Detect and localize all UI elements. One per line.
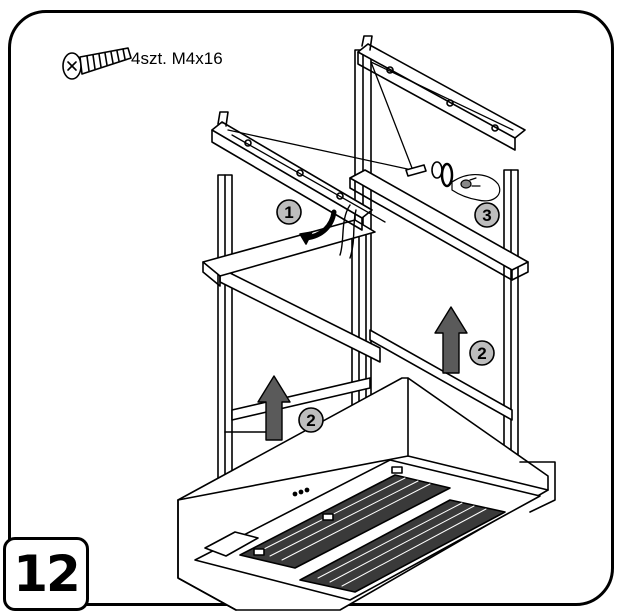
lift-arrow-icon xyxy=(257,306,468,441)
screw-quantity-label: 4szt. M4x16 xyxy=(131,49,223,68)
svg-text:2: 2 xyxy=(477,344,486,363)
step-number-box: 12 xyxy=(3,537,89,611)
svg-text:2: 2 xyxy=(306,411,315,430)
callout-1: 1 xyxy=(276,199,302,225)
mounting-bracket-right xyxy=(357,35,526,151)
callout-2-right: 2 xyxy=(469,340,495,366)
callout-3: 3 xyxy=(474,202,500,228)
hand-icon xyxy=(451,174,501,202)
rotate-arrow-icon xyxy=(299,209,337,245)
cooker-hood xyxy=(177,377,556,611)
frame-beams xyxy=(202,169,529,287)
fixing-screw-icon xyxy=(405,161,454,188)
svg-text:1: 1 xyxy=(284,203,293,222)
step-number: 12 xyxy=(13,545,81,603)
leader-lines xyxy=(227,61,514,223)
screw-icon xyxy=(62,47,132,80)
svg-text:3: 3 xyxy=(482,206,491,225)
power-cable xyxy=(339,204,351,256)
callout-2-left: 2 xyxy=(298,407,324,433)
